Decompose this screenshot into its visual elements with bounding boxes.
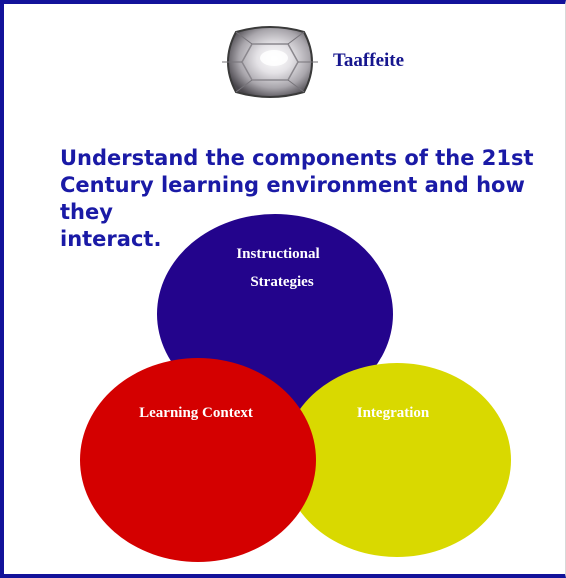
taaffeite-gem-icon	[222, 26, 318, 98]
objective-text: Understand the components of the 21st Ce…	[60, 146, 534, 251]
label-integration: Integration	[357, 405, 430, 421]
gem-title: Taaffeite	[333, 50, 405, 71]
label-learning-context: Learning Context	[139, 405, 253, 421]
label-instructional-line2: Strategies	[250, 274, 313, 290]
label-instructional-line1: Instructional	[236, 246, 319, 262]
circle-integration	[283, 363, 511, 557]
circle-learning-context	[80, 358, 316, 562]
